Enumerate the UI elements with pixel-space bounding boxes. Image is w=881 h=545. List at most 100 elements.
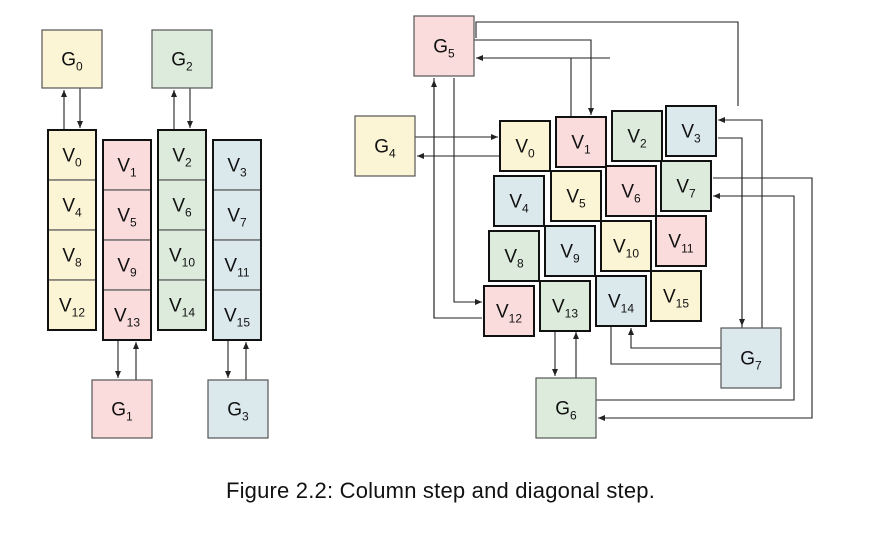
v8-diag-node: V8 <box>488 230 540 282</box>
figure-caption: Figure 2.2: Column step and diagonal ste… <box>225 478 656 503</box>
v7-node-rect <box>212 189 262 241</box>
v11-diag-node: V11 <box>655 215 707 267</box>
v0-node: V0 <box>47 129 97 181</box>
node-label: V2 <box>627 127 647 151</box>
column-outline <box>157 129 207 331</box>
v13-diag-node-rect <box>539 280 591 332</box>
g7-node: G7 <box>720 327 782 389</box>
v2-diag-node-rect <box>611 110 663 162</box>
v8-node-rect <box>47 229 97 281</box>
node-label: G5 <box>433 37 455 61</box>
v7-diag-node: V7 <box>660 160 712 212</box>
node-label: V6 <box>172 196 192 220</box>
v5-diag-node-rect <box>550 170 602 222</box>
v3-node-rect <box>212 139 262 191</box>
v8-diag-node-rect <box>488 230 540 282</box>
node-label: V11 <box>668 232 693 256</box>
v15-node-rect <box>212 289 262 341</box>
v9-diag-node-rect <box>544 225 596 277</box>
node-label: V15 <box>663 287 689 311</box>
connector <box>453 78 482 305</box>
connector <box>718 117 763 336</box>
node-label: V0 <box>515 137 535 161</box>
node-label: V14 <box>169 296 195 320</box>
column-outline <box>47 129 97 331</box>
v9-diag-node: V9 <box>544 225 596 277</box>
v7-diag-node-rect <box>660 160 712 212</box>
g7-node-rect <box>720 327 782 389</box>
node-label: V3 <box>681 122 701 146</box>
connector <box>598 177 813 421</box>
g3-node-rect <box>207 379 269 439</box>
g1-node-rect <box>91 379 153 439</box>
g6-node: G6 <box>535 377 597 439</box>
v6-diag-node-rect <box>605 165 657 217</box>
g5-node-rect <box>413 15 475 77</box>
node-label: V9 <box>117 256 137 280</box>
node-label: G4 <box>374 137 396 161</box>
v5-node: V5 <box>102 189 152 241</box>
node-label: V13 <box>552 297 578 321</box>
v11-diag-node-rect <box>655 215 707 267</box>
g0-node: G0 <box>41 29 103 89</box>
node-label: V4 <box>62 196 82 220</box>
g5-node: G5 <box>413 15 475 77</box>
node-label: V14 <box>608 292 634 316</box>
v14-diag-node-rect <box>595 275 647 327</box>
g0-node-rect <box>41 29 103 89</box>
connector <box>718 137 743 328</box>
node-label: V12 <box>59 296 85 320</box>
v7-node: V7 <box>212 189 262 241</box>
node-label: V15 <box>224 306 250 330</box>
v6-node: V6 <box>157 179 207 231</box>
connector <box>474 39 594 115</box>
node-label: G3 <box>227 400 249 424</box>
v2-diag-node: V2 <box>611 110 663 162</box>
v5-node-rect <box>102 189 152 241</box>
v2-node: V2 <box>157 129 207 181</box>
node-label: G2 <box>171 50 193 74</box>
v12-diag-node: V12 <box>483 285 535 337</box>
node-label: G6 <box>555 399 577 423</box>
node-label: V10 <box>169 246 195 270</box>
v2-node-rect <box>157 129 207 181</box>
connector <box>596 193 795 401</box>
v13-node: V13 <box>102 289 152 341</box>
node-label: V1 <box>117 156 137 180</box>
g3-node: G3 <box>207 379 269 439</box>
node-label: V11 <box>224 256 249 280</box>
node-label: V5 <box>566 187 586 211</box>
v14-node: V14 <box>157 279 207 331</box>
v1-diag-node: V1 <box>555 116 607 168</box>
node-label: V8 <box>62 246 82 270</box>
v12-diag-node-rect <box>483 285 535 337</box>
node-label: G1 <box>111 400 133 424</box>
connector <box>475 21 739 106</box>
v11-node-rect <box>212 239 262 291</box>
v4-diag-node: V4 <box>493 175 545 227</box>
connector <box>433 78 482 319</box>
node-label: V7 <box>676 177 696 201</box>
node-label: V12 <box>496 302 522 326</box>
v15-diag-node-rect <box>650 270 702 322</box>
node-label: V9 <box>560 242 580 266</box>
node-label: V8 <box>504 247 524 271</box>
node-label: V10 <box>613 237 639 261</box>
g4-node-rect <box>354 115 416 177</box>
g2-node: G2 <box>151 29 213 89</box>
g1-node: G1 <box>91 379 153 439</box>
connector <box>610 326 721 365</box>
v8-node: V8 <box>47 229 97 281</box>
node-label: V3 <box>227 156 247 180</box>
node-label: V1 <box>571 133 591 157</box>
g6-node-rect <box>535 377 597 439</box>
v3-node: V3 <box>212 139 262 191</box>
v5-diag-node: V5 <box>550 170 602 222</box>
node-label: V2 <box>172 146 192 170</box>
v3-diag-node-rect <box>665 105 717 157</box>
g2-node-rect <box>151 29 213 89</box>
node-label: V6 <box>621 182 641 206</box>
v12-node: V12 <box>47 279 97 331</box>
